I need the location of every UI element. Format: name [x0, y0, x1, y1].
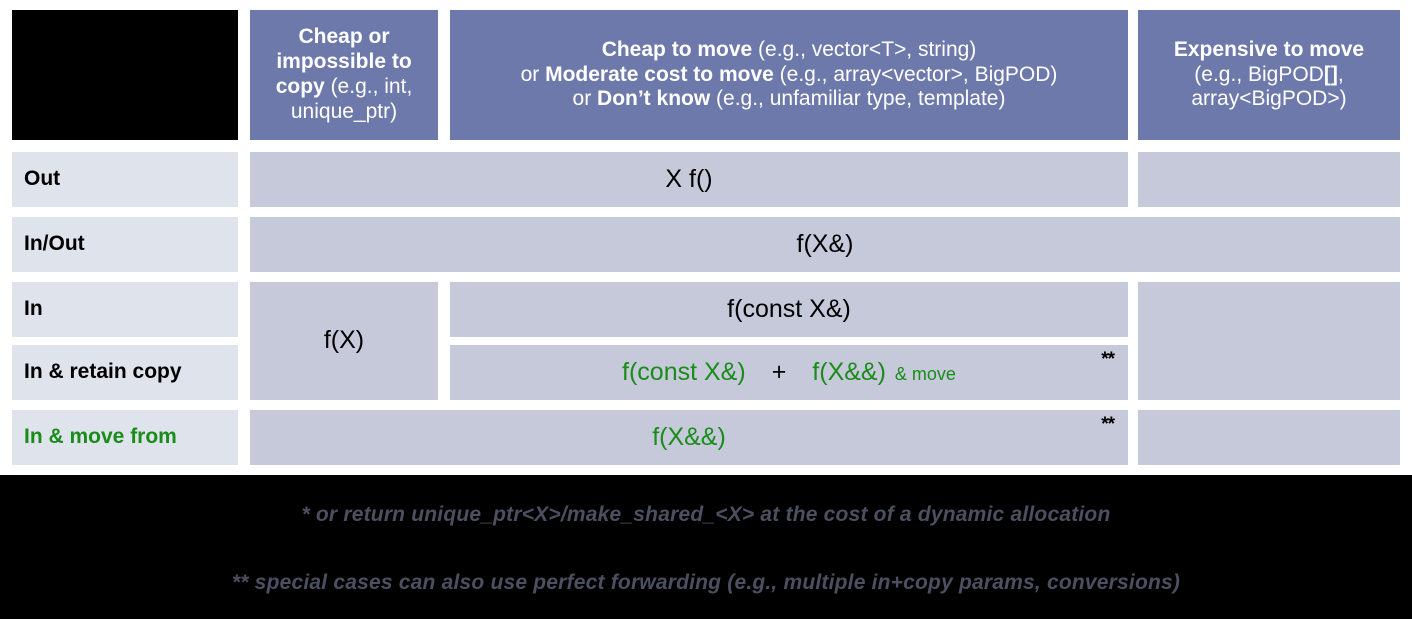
- row-label-in-text: In: [24, 297, 43, 321]
- header-cheap-to-move-strong: Cheap to move: [601, 37, 753, 61]
- footnote-single-star: * or return unique_ptr<X>/make_shared_<X…: [301, 503, 1111, 526]
- header-expensive-to-move: Expensive to move (e.g., BigPOD[], array…: [1138, 10, 1400, 140]
- row-label-in-retain-copy-text: In & retain copy: [24, 360, 182, 384]
- cell-move-from-signature-text: f(X&&): [652, 422, 726, 451]
- header-line-1: Cheap or: [298, 25, 390, 49]
- header-dontknow-strong: Don’t know: [597, 87, 711, 111]
- header-moderate-rest: (e.g., array<vector>, BigPOD): [773, 62, 1058, 86]
- header-dontknow-rest: (e.g., unfamiliar type, template): [710, 87, 1006, 111]
- row-label-in: In: [12, 282, 238, 337]
- header-line-3-strong: copy: [275, 75, 325, 98]
- header-cheap-to-move: Cheap to move (e.g., vector<T>, string) …: [450, 10, 1128, 140]
- header-dontknow-pre: or: [572, 87, 598, 111]
- corner-blank-box: [12, 10, 238, 140]
- header-moderate-strong: Moderate cost to move: [545, 62, 774, 86]
- row-label-in-move-from-text: In & move from: [24, 425, 177, 449]
- cell-move-from-expensive-empty: [1138, 410, 1400, 465]
- header-expensive-line2-strong: []: [1323, 62, 1338, 86]
- header-cheap-to-move-rest: (e.g., vector<T>, string): [752, 37, 977, 61]
- header-cheap-or-impossible-to-copy: Cheap or impossible to copy (e.g., int, …: [250, 10, 438, 140]
- footnote-marker-retain-copy: **: [1101, 349, 1115, 370]
- row-label-out-text: Out: [24, 167, 61, 191]
- footnote-double-star: ** special cases can also use perfect fo…: [231, 571, 1181, 594]
- cell-retain-copy-plus: +: [771, 357, 787, 386]
- row-label-in-retain-copy: In & retain copy: [12, 345, 238, 400]
- cell-in-cheapcopy-signature: f(X): [250, 282, 438, 400]
- footnote-marker-move-from: **: [1101, 414, 1115, 435]
- footer-black-bar: * or return unique_ptr<X>/make_shared_<X…: [0, 475, 1412, 619]
- header-line-3-rest: (e.g., int,: [324, 75, 413, 98]
- cell-retain-copy-part1: f(const X&): [622, 357, 746, 386]
- row-label-in-out-text: In/Out: [24, 232, 85, 256]
- header-expensive-line2-post: ,: [1337, 62, 1344, 86]
- header-expensive-strong: Expensive to move: [1173, 37, 1365, 61]
- row-label-in-out: In/Out: [12, 217, 238, 272]
- cell-retain-copy-signature: f(const X&) + f(X&&) & move **: [450, 345, 1128, 400]
- cell-out-signature-text: X f(): [665, 164, 713, 193]
- row-label-out: Out: [12, 152, 238, 207]
- cell-retain-copy-suffix: & move: [894, 363, 956, 384]
- cell-move-from-signature: f(X&&) **: [250, 410, 1128, 465]
- cell-in-signature: f(const X&): [450, 282, 1128, 337]
- cell-in-expensive-empty: [1138, 282, 1400, 400]
- cell-inout-signature: f(X&): [250, 217, 1400, 272]
- header-expensive-line3: array<BigPOD>): [1191, 87, 1347, 111]
- cell-retain-copy-part2: f(X&&): [812, 357, 886, 386]
- cell-out-signature: X f(): [250, 152, 1128, 207]
- row-label-in-move-from: In & move from: [12, 410, 238, 465]
- header-line-2: impossible to: [276, 50, 412, 74]
- cell-out-expensive-empty: [1138, 152, 1400, 207]
- cell-retain-copy-expression: f(const X&) + f(X&&) & move: [622, 358, 956, 388]
- header-moderate-pre: or: [520, 62, 546, 86]
- cell-in-cheapcopy-signature-text: f(X): [323, 326, 365, 355]
- cell-in-signature-text: f(const X&): [727, 294, 851, 323]
- header-expensive-line2-pre: (e.g., BigPOD: [1194, 62, 1324, 86]
- header-line-4: unique_ptr): [290, 99, 398, 123]
- cell-inout-signature-text: f(X&): [796, 229, 854, 258]
